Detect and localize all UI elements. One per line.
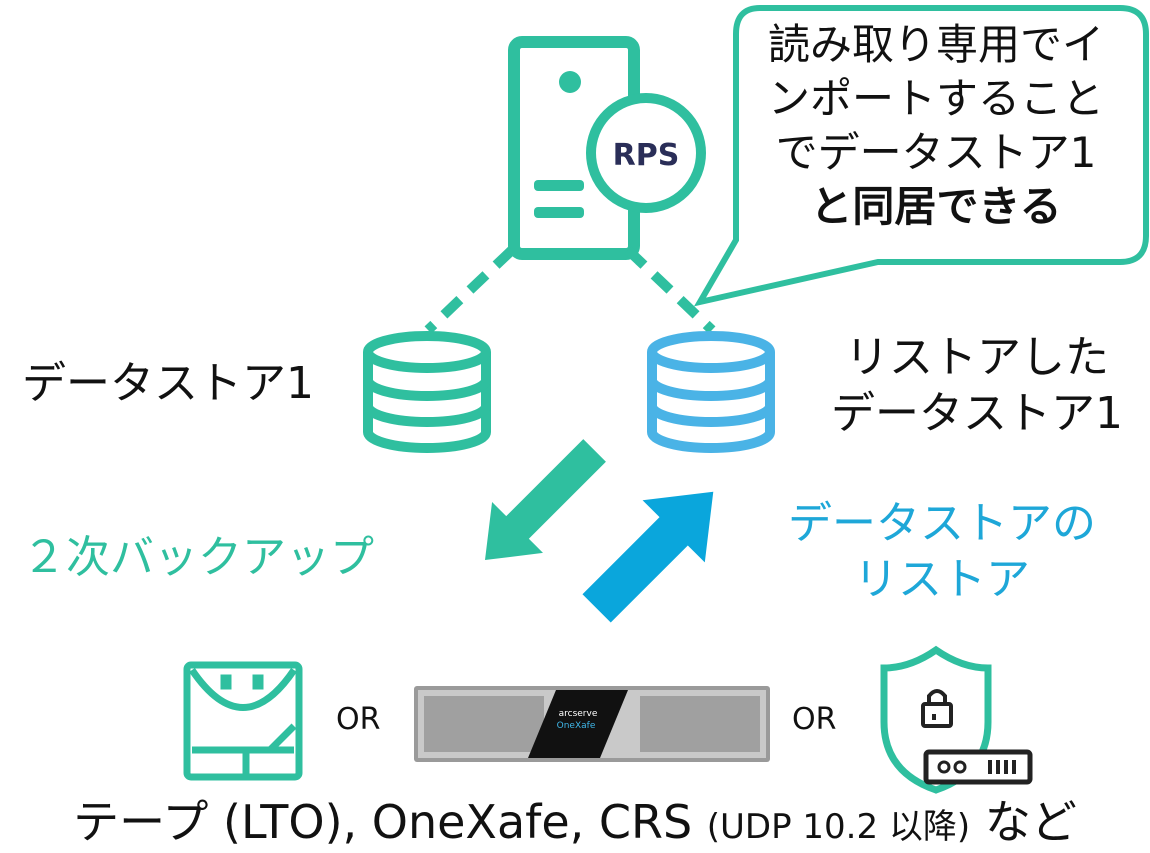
rps-badge-label: RPS <box>613 138 680 173</box>
datastore-right-icon <box>647 331 775 453</box>
backup-arrow-icon <box>485 439 606 560</box>
onexafe-appliance-icon <box>414 686 770 762</box>
restore-label: データストアの リストア <box>762 496 1122 608</box>
datastore-left-label: データストア1 <box>22 358 314 409</box>
rps-badge-icon <box>586 93 706 213</box>
bubble-line-2: ンポートすること <box>767 74 1104 123</box>
datastore-left-icon <box>363 331 491 453</box>
bubble-line-4: と同居できる <box>810 182 1062 231</box>
caption-small: (UDP 10.2 以降) <box>706 807 971 847</box>
bubble-line-1: 読み取り専用でイ <box>767 20 1104 69</box>
or-label-2: OR <box>792 702 837 737</box>
datastore-right-line-1: リストアした <box>845 332 1109 383</box>
storage-device-icon <box>923 749 1033 785</box>
restore-line-1: データストアの <box>788 498 1096 549</box>
appliance-brand: arcserve <box>559 709 598 719</box>
tape-icon <box>183 661 303 781</box>
bubble-text: 読み取り専用でイ ンポートすること でデータストア1 と同居できる <box>736 18 1136 234</box>
or-label-1: OR <box>336 702 381 737</box>
left-connector <box>424 246 516 334</box>
restore-arrow-icon <box>582 491 714 623</box>
speech-bubble <box>693 5 1149 307</box>
right-connector <box>624 246 716 334</box>
bubble-line-3: でデータストア1 <box>775 128 1097 177</box>
backup-label: ２次バックアップ <box>22 532 374 583</box>
caption-end: など <box>984 795 1077 849</box>
shield-lock-icon <box>880 645 992 794</box>
datastore-right-line-2: データストア1 <box>831 388 1123 439</box>
restore-line-2: リストア <box>854 554 1030 605</box>
device-caption: テープ (LTO), OneXafe, CRS (UDP 10.2 以降) など <box>0 786 1150 852</box>
datastore-right-label: リストアした データストア1 <box>812 330 1142 442</box>
caption-main: テープ (LTO), OneXafe, CRS <box>73 795 693 849</box>
appliance-model: OneXafe <box>557 721 596 731</box>
